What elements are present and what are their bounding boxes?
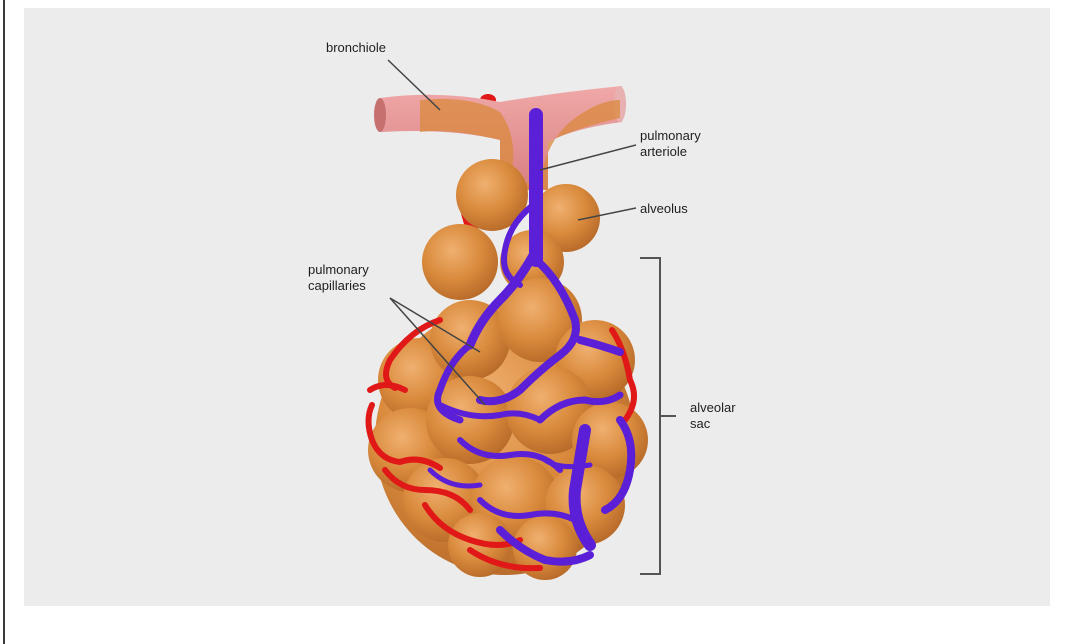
label-pulmonary-capillaries: pulmonary capillaries [308, 262, 369, 294]
label-bronchiole: bronchiole [326, 40, 386, 56]
alveolar-sac-bracket [640, 258, 676, 574]
label-pulmonary-arteriole: pulmonary arteriole [640, 128, 701, 160]
label-alveolus: alveolus [640, 201, 688, 217]
label-alveolar-sac: alveolar sac [690, 400, 736, 432]
leader-pulmonary-arteriole [540, 145, 636, 170]
